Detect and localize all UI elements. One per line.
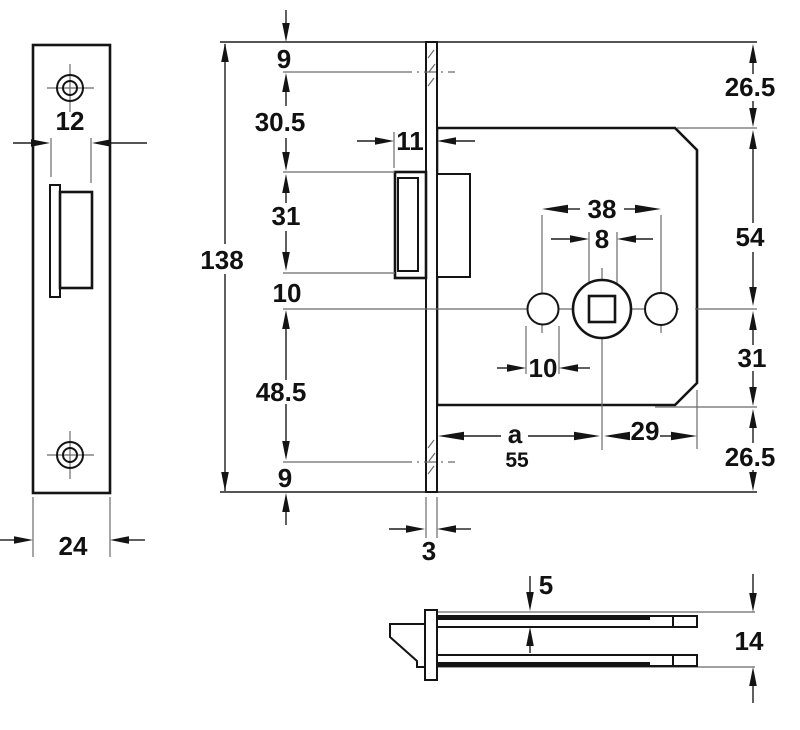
dim-faceplate-thickness-label: 3 bbox=[422, 536, 436, 566]
deadbolt-body bbox=[436, 173, 471, 278]
fixing-hole-right bbox=[644, 292, 678, 326]
case-plan-upper bbox=[436, 615, 698, 628]
dim-spindle-square-label: 8 bbox=[595, 224, 609, 254]
spindle-square-hole bbox=[587, 294, 617, 324]
dim-hole-spacing-label: 38 bbox=[588, 194, 617, 224]
dim-case-top-margin-label: 26.5 bbox=[725, 72, 776, 102]
case-plan-lower bbox=[436, 654, 698, 667]
dim-top-to-bolt-label: 30.5 bbox=[255, 107, 306, 137]
dim-bolt-protrusion: 11 bbox=[357, 126, 475, 156]
dim-hole-diameter-label: 10 bbox=[529, 353, 558, 383]
dim-column-left: 9 30.5 31 10 48.5 9 bbox=[255, 10, 307, 525]
dim-center-to-bottom-label: 48.5 bbox=[256, 377, 307, 407]
lock-side-view: 9 30.5 31 10 48.5 9 bbox=[196, 10, 775, 566]
lock-faceplate-edge bbox=[425, 41, 438, 493]
dim-faceplate-thickness: 3 bbox=[389, 525, 471, 566]
dim-plate-width-label: 24 bbox=[59, 531, 88, 561]
dim-case-plate-offset-label: 5 bbox=[539, 570, 553, 600]
dim-bottom-offset-label: 9 bbox=[278, 463, 292, 493]
dim-total-height: 138 bbox=[196, 43, 248, 491]
dim-plate-width: 24 bbox=[0, 497, 145, 561]
dim-case-bottom-margin-label: 26.5 bbox=[725, 442, 776, 472]
dim-total-height-label: 138 bbox=[200, 245, 243, 275]
dim-case-thickness: 14 bbox=[735, 574, 764, 703]
deadbolt-head bbox=[393, 170, 428, 280]
dim-slot-width: 12 bbox=[13, 106, 147, 183]
fixing-hole-left bbox=[526, 292, 560, 326]
faceplate-hatch-marks bbox=[427, 49, 436, 475]
dim-slot-width-label: 12 bbox=[56, 106, 85, 136]
bolt-window bbox=[49, 184, 94, 298]
dim-center-to-case-edge-label: 29 bbox=[631, 416, 660, 446]
bolt-plan bbox=[389, 623, 426, 668]
dim-case-center-to-lower-label: 31 bbox=[738, 343, 767, 373]
screw-hole-bottom bbox=[47, 431, 94, 479]
dim-case-top-to-center-label: 54 bbox=[736, 222, 765, 252]
dim-center-to-case-edge: 29 bbox=[604, 416, 697, 446]
dim-bolt-protrusion-label: 11 bbox=[396, 126, 424, 156]
dim-backset: a 55 bbox=[438, 419, 600, 472]
screw-hole-top bbox=[47, 64, 94, 112]
dim-case-thickness-label: 14 bbox=[735, 626, 764, 656]
dim-hole-spacing: 38 bbox=[542, 194, 661, 224]
faceplate-plan bbox=[424, 609, 438, 681]
dim-column-right: 26.5 54 31 26.5 bbox=[725, 44, 776, 491]
dim-bolt-to-center-label: 10 bbox=[273, 278, 302, 308]
dim-spindle-square: 8 bbox=[551, 224, 653, 254]
dim-bolt-height-label: 31 bbox=[272, 201, 301, 231]
dim-top-offset-label: 9 bbox=[277, 44, 291, 74]
dim-backset-value: 55 bbox=[505, 449, 529, 472]
dim-backset-letter: a bbox=[508, 419, 523, 449]
lock-plan-view: 5 14 bbox=[389, 570, 764, 703]
lock-case-body bbox=[435, 126, 699, 407]
dim-hole-diameter: 10 bbox=[497, 353, 590, 383]
faceplate-front-view: 12 24 bbox=[0, 43, 147, 561]
faceplate-plate bbox=[31, 43, 112, 495]
dim-case-plate-offset: 5 bbox=[526, 570, 553, 653]
